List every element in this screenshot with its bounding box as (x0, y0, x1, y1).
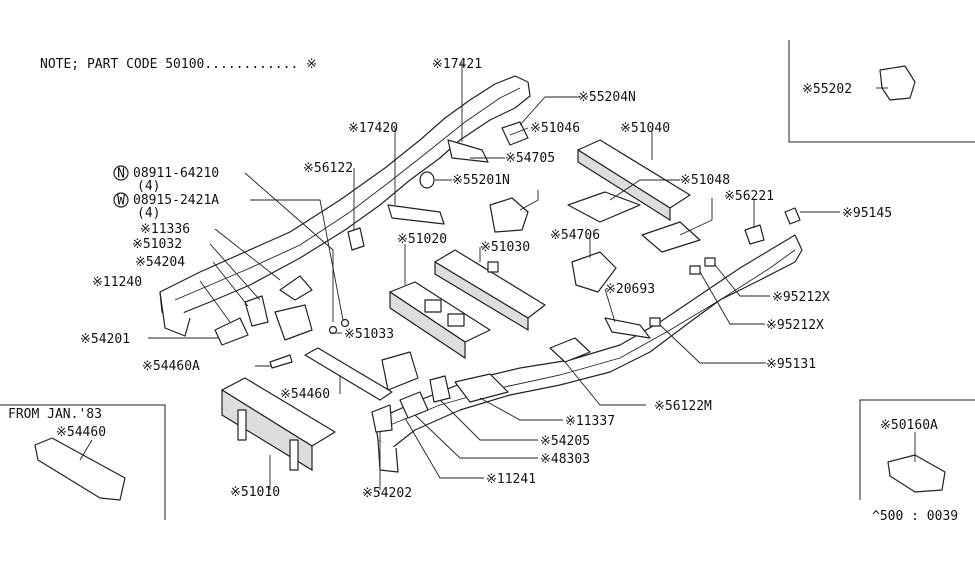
bracket-17420 (387, 204, 445, 225)
callout-51046: ※51046 (530, 121, 580, 136)
crossmember-51020 (389, 281, 491, 360)
crossmember-51030 (434, 249, 546, 332)
callout-17421: ※17421 (432, 57, 482, 72)
n-marker-circle (113, 165, 129, 181)
callout-51030: ※51030 (480, 240, 530, 255)
crossmember-51010 (221, 377, 336, 472)
callout-54705: ※54705 (505, 151, 555, 166)
callout-51032: ※51032 (132, 237, 182, 252)
bracket-20693 (604, 317, 651, 339)
clip-95131 (649, 317, 661, 327)
clip-95145 (784, 207, 801, 225)
w-marker-letter: W (117, 194, 125, 209)
bracket-48303 (399, 391, 429, 419)
callout-54204: ※54204 (135, 255, 185, 270)
leader-lines (79, 62, 916, 490)
bracket-56122 (347, 227, 365, 251)
inset-part-54460 (34, 437, 126, 501)
callout-54460: ※54460 (280, 387, 330, 402)
callout-11336: ※11336 (140, 222, 190, 237)
callout-08915-qty: (4) (137, 206, 160, 221)
inset-callout-55202: ※55202 (802, 82, 852, 97)
bracket-51032 (279, 275, 313, 301)
callout-08911: 08911-64210 (133, 166, 219, 181)
callout-95212X-a: ※95212X (772, 290, 830, 305)
bracket-56122M (549, 337, 591, 363)
part-code-note: NOTE; PART CODE 50100............ ※ (40, 57, 317, 72)
bracket-17421 (447, 139, 489, 163)
bracket-56221 (744, 224, 765, 245)
inset-frame-bottom-right (859, 399, 975, 500)
callout-54706: ※54706 (550, 228, 600, 243)
callout-51010: ※51010 (230, 485, 280, 500)
clip-95212X-b (689, 265, 701, 275)
callout-08915: 08915-2421A (133, 193, 219, 208)
crossmember-54460 (304, 347, 393, 401)
mount-54201 (214, 317, 249, 346)
callout-54202: ※54202 (362, 486, 412, 501)
bracket-54205 (429, 375, 451, 403)
clip-95212X-a (704, 257, 716, 267)
inset-frame-top-right (788, 40, 975, 143)
washer-08915 (328, 325, 338, 335)
inset-frame-bottom-left (0, 404, 166, 520)
bracket-54204 (244, 295, 269, 327)
callout-56221: ※56221 (724, 189, 774, 204)
callout-51020: ※51020 (397, 232, 447, 247)
left-frame-rail (159, 75, 531, 337)
bracket-51046 (567, 191, 641, 223)
bushing-55201N (419, 171, 435, 189)
callout-95212X-b: ※95212X (766, 318, 824, 333)
callout-11240: ※11240 (92, 275, 142, 290)
mount-54460-bushing (274, 304, 313, 341)
nut-08911 (340, 318, 350, 328)
bracket-51048 (641, 221, 701, 253)
mount-54706 (571, 251, 617, 293)
callout-08911-qty: (4) (137, 179, 160, 194)
callout-51033: ※51033 (344, 327, 394, 342)
bolt-54460A (269, 354, 293, 369)
inset-from-date: FROM JAN.'83 (8, 407, 102, 422)
inset-part-50160A (887, 454, 946, 493)
callout-20693: ※20693 (605, 282, 655, 297)
n-marker-letter: N (117, 167, 125, 182)
callout-55204N: ※55204N (578, 90, 636, 105)
callout-51040: ※51040 (620, 121, 670, 136)
w-marker-circle (113, 192, 129, 208)
callout-51048: ※51048 (680, 173, 730, 188)
mount-51033 (381, 351, 419, 391)
inset-callout-50160A: ※50160A (880, 418, 938, 433)
callout-56122M: ※56122M (654, 399, 712, 414)
callout-56122: ※56122 (303, 161, 353, 176)
footer-code: ^500 : 0039 (872, 509, 958, 524)
mount-11337 (454, 373, 509, 403)
inset-part-55202 (879, 65, 916, 101)
bracket-54202 (371, 404, 393, 433)
callout-95131: ※95131 (766, 357, 816, 372)
callout-54460A: ※54460A (142, 359, 200, 374)
callout-54201: ※54201 (80, 332, 130, 347)
callout-55201N: ※55201N (452, 173, 510, 188)
callout-11337: ※11337 (565, 414, 615, 429)
mount-54705 (489, 197, 529, 233)
callout-48303: ※48303 (540, 452, 590, 467)
inset-callout-54460: ※54460 (56, 425, 106, 440)
callout-95145: ※95145 (842, 206, 892, 221)
callout-11241: ※11241 (486, 472, 536, 487)
callout-17420: ※17420 (348, 121, 398, 136)
callout-54205: ※54205 (540, 434, 590, 449)
crossmember-51040 (577, 139, 691, 222)
